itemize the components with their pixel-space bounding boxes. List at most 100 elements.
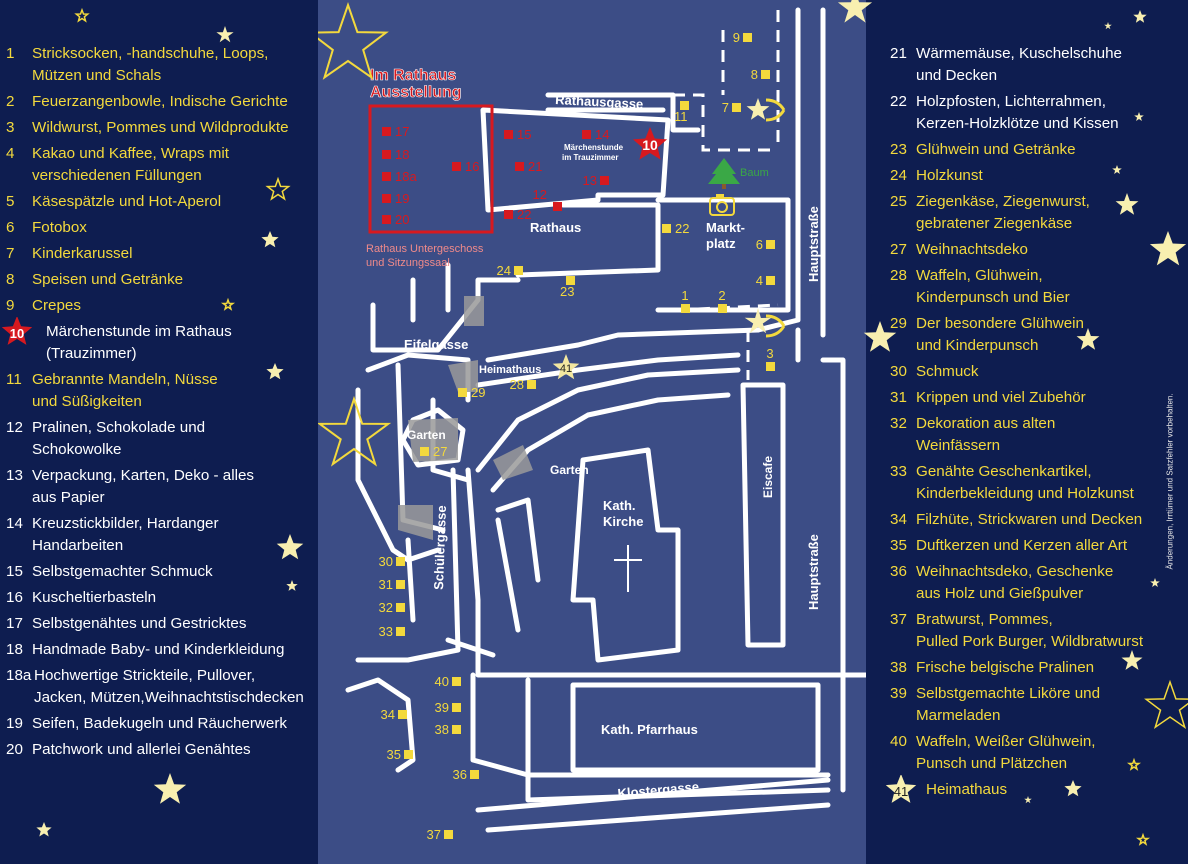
legend-number: 41 <box>893 784 909 799</box>
legend-text: Pulled Pork Burger, Wildbratwurst <box>916 633 1144 650</box>
legend-number: 5 <box>6 193 15 210</box>
stall-marker-33 <box>396 627 405 636</box>
street-klostergasse: Klostergasse <box>617 779 700 801</box>
street-hauptstrasse-lower: Hauptstraße <box>806 534 821 610</box>
legend-text: Schmuck <box>916 363 979 380</box>
place-pfarrhaus: Kath. Pfarrhaus <box>601 722 698 737</box>
legend-number: 3 <box>6 119 15 136</box>
legend-text: Kinderbekleidung und Holzkunst <box>916 485 1134 502</box>
legend-text: Schokowolke <box>32 441 122 458</box>
legend-text: Waffeln, Weißer Glühwein, <box>916 733 1096 750</box>
legend-number: 40 <box>890 733 907 750</box>
marker-10-star: 10 <box>632 127 668 160</box>
stall-label-14: 14 <box>595 127 609 142</box>
exhibition-outline <box>368 104 494 234</box>
legend-text: Holzkunst <box>916 167 983 184</box>
legend-number: 18a <box>6 667 32 684</box>
star-icon <box>746 98 770 120</box>
stall-marker-2 <box>718 304 727 313</box>
legend-number: 19 <box>6 715 23 732</box>
stall-label-18: 18 <box>395 147 409 162</box>
legend-panel-right <box>866 0 1188 864</box>
legend-number: 27 <box>890 241 907 258</box>
legend-text: Gebrannte Mandeln, Nüsse <box>32 371 218 388</box>
star-icon <box>318 395 392 467</box>
legend-text: Käsespätzle und Hot-Aperol <box>32 193 222 210</box>
carousel-icon <box>765 98 786 338</box>
marker-41-star: 41 <box>552 354 580 380</box>
stall-marker-18a <box>382 172 391 181</box>
legend-number: 17 <box>6 615 23 632</box>
legend-number: 32 <box>890 415 907 432</box>
street-rathausgasse: Rathausgasse <box>555 92 644 112</box>
stall-label-3: 3 <box>766 346 773 361</box>
stall-marker-17 <box>382 127 391 136</box>
legend-number: 10 <box>9 326 25 341</box>
street-schuelergasse: Schülergasse <box>431 505 449 590</box>
stall-marker-27 <box>420 447 429 456</box>
legend-number: 12 <box>6 419 23 436</box>
stall-label-40: 40 <box>435 674 449 689</box>
legend-number: 14 <box>6 515 23 532</box>
legend-number: 13 <box>6 467 23 484</box>
legend-text: Mützen und Schals <box>32 67 162 84</box>
legend-text: Kreuzstickbilder, Hardanger <box>32 515 219 532</box>
stall-marker-12 <box>553 202 562 211</box>
legend-number: 11 <box>6 371 22 388</box>
legend-number: 8 <box>6 271 15 288</box>
stall-marker-31 <box>396 580 405 589</box>
legend-text: Kerzen-Holzklötze und Kissen <box>916 115 1119 132</box>
legend-number: 35 <box>890 537 907 554</box>
legend-text: Jacken, Mützen,Weihnachtstischdecken <box>34 689 304 706</box>
legend-text: Kuscheltierbasteln <box>32 589 157 606</box>
stall-marker-40 <box>452 677 461 686</box>
stall-label-39: 39 <box>435 700 449 715</box>
stall-marker-8 <box>761 70 770 79</box>
market-area-dashes <box>673 10 780 380</box>
stall-label-1: 1 <box>681 288 688 303</box>
stall-marker-23 <box>566 276 575 285</box>
place-eiscafe: Eiscafe <box>761 456 775 498</box>
stall-label-32: 32 <box>379 600 393 615</box>
stall-label-6: 6 <box>756 237 763 252</box>
exhibit-title-line2: Ausstellung <box>370 84 462 101</box>
stall-marker-37 <box>444 830 453 839</box>
basement-line2: und Sitzungssaal <box>366 257 450 269</box>
legend-text: Weihnachtsdeko, Geschenke <box>916 563 1114 580</box>
legend-text: (Trauzimmer) <box>46 345 137 362</box>
stall-label-21: 21 <box>528 159 542 174</box>
road-network <box>345 7 866 833</box>
stall-label-13: 13 <box>583 173 597 188</box>
stall-label-31: 31 <box>379 577 393 592</box>
stall-marker-15 <box>504 130 513 139</box>
stall-marker-38 <box>452 725 461 734</box>
exhibit-title-line1: Im Rathaus <box>370 67 456 84</box>
legend-text: Heimathaus <box>926 781 1008 798</box>
legend-number: 9 <box>6 297 15 314</box>
stall-label-12: 12 <box>533 187 547 202</box>
legend-text: Speisen und Getränke <box>32 271 184 288</box>
stall-label-38: 38 <box>435 722 449 737</box>
legend-text: aus Papier <box>32 489 105 506</box>
stall-marker-3 <box>766 362 775 371</box>
stall-marker-1 <box>681 304 690 313</box>
stall-marker-4 <box>766 276 775 285</box>
stall-marker-32 <box>396 603 405 612</box>
